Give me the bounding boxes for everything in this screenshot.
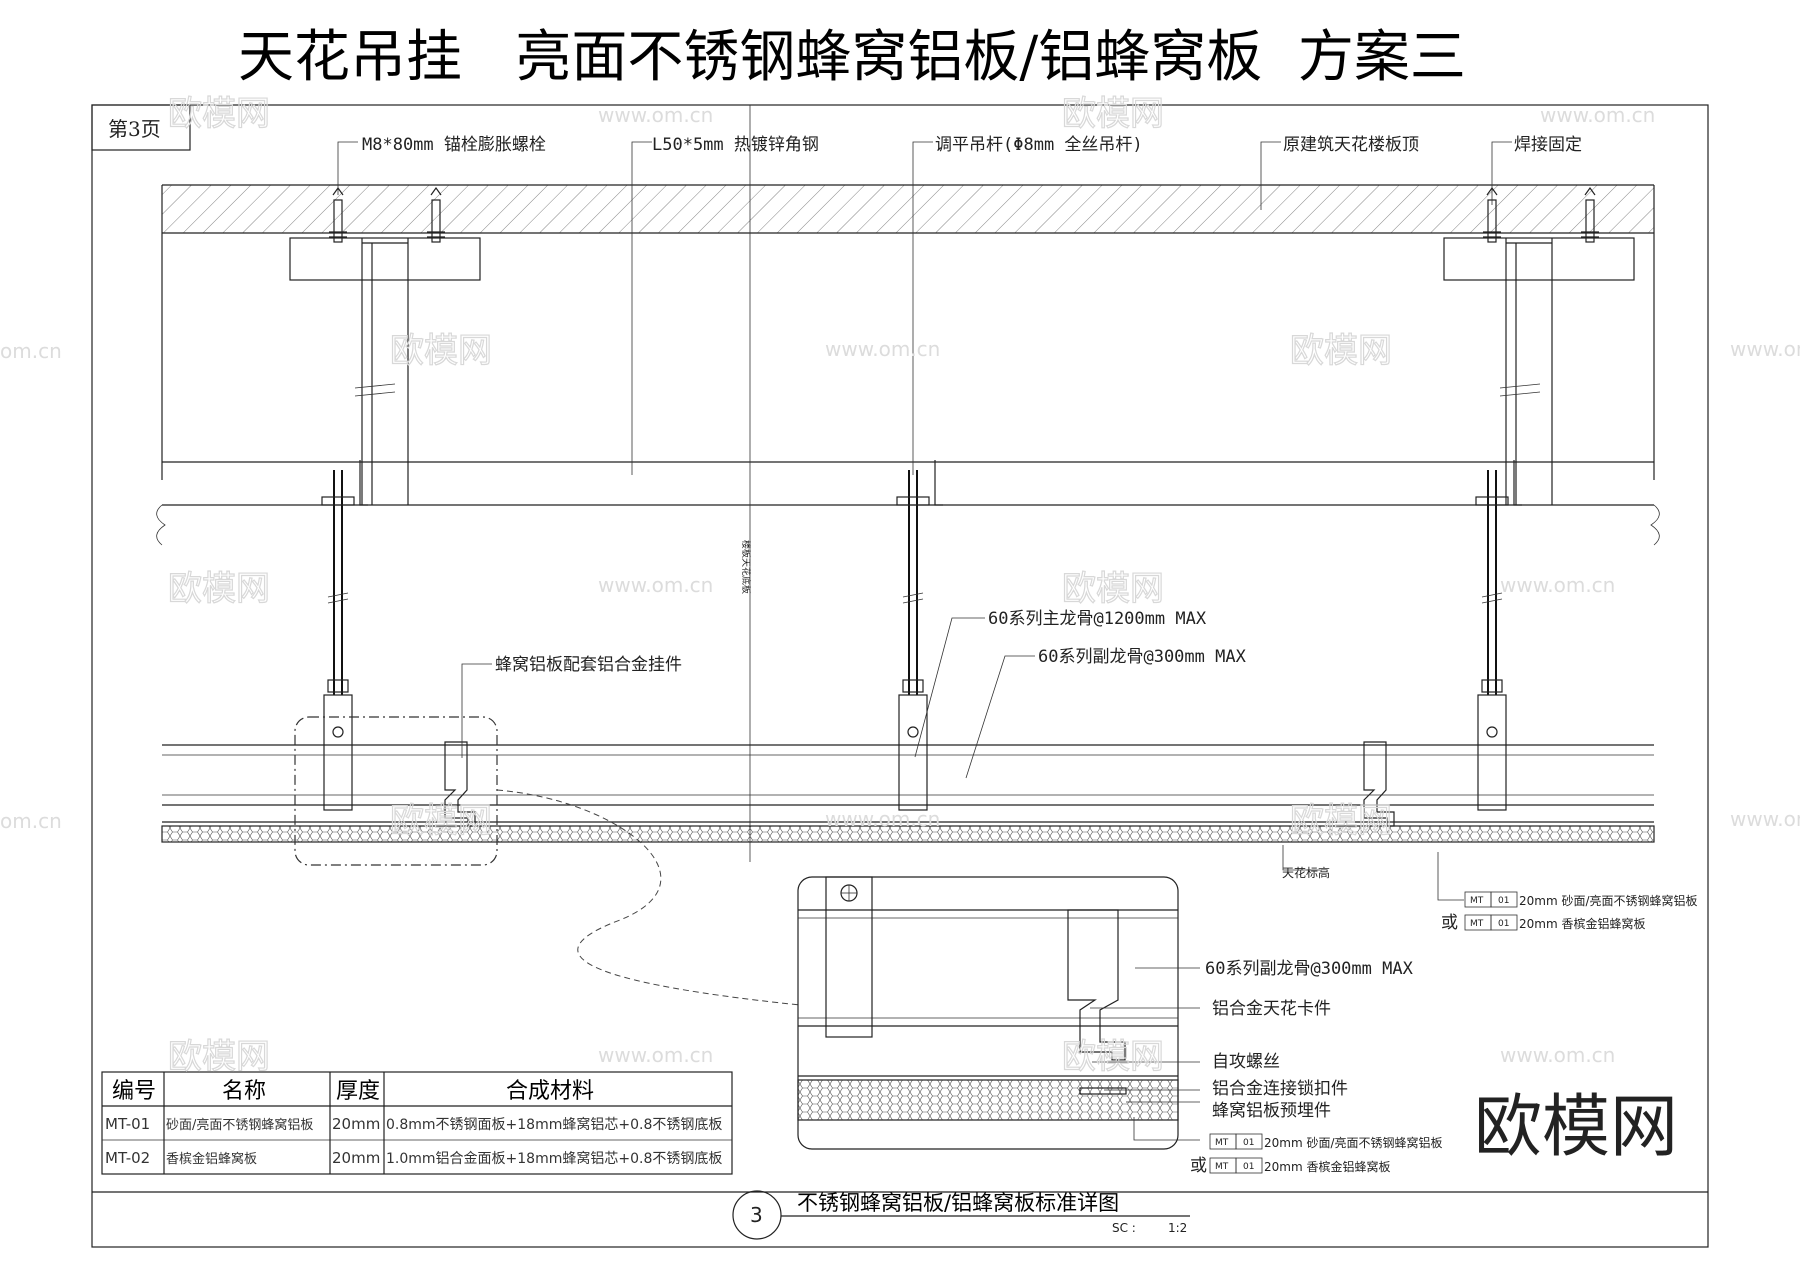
hanger-rod-label: 调平吊杆(Φ8mm 全丝吊杆) (935, 135, 1143, 155)
tag-a: MT (1470, 896, 1484, 906)
watermark-url: www.om.cn (598, 1043, 713, 1067)
slab-label: 原建筑天花楼板顶 (1283, 135, 1419, 155)
main-spec-tags: MT 01 20mm 砂面/亮面不锈钢蜂窝铝板 或 MT 01 20mm 香槟金… (1441, 891, 1698, 933)
watermark-brand: 欧模网 (168, 569, 270, 609)
spec-line-1: 20mm 砂面/亮面不锈钢蜂窝铝板 (1519, 893, 1698, 908)
detail-tag-b-2: 01 (1243, 1162, 1254, 1172)
watermark-brand: 欧模网 (1062, 94, 1164, 134)
angle-steel-label: L50*5mm 热镀锌角钢 (652, 135, 819, 155)
tag-b: 01 (1498, 896, 1509, 906)
watermark-url: www.om.cn (598, 573, 713, 597)
callout-leader-curve (496, 789, 801, 1006)
detail-number-circle (732, 1190, 782, 1240)
detail-spec-line-1: 20mm 砂面/亮面不锈钢蜂窝铝板 (1264, 1135, 1443, 1150)
detail-tag-b: 01 (1243, 1138, 1254, 1148)
watermarks: 欧模网 www.om.cn 欧模网 www.om.cn om.cn 欧模网 ww… (0, 93, 1800, 1167)
watermark-brand: 欧模网 (168, 1037, 270, 1077)
detail-clip-label: 铝合金天花卡件 (1212, 999, 1331, 1019)
scale-value: 1:2 (1168, 1221, 1187, 1235)
sub-keel-and-panel (161, 744, 1655, 843)
page-label-box (91, 104, 191, 151)
watermark-url: www.om.cn (1730, 807, 1800, 831)
detail-number: 3 (750, 1203, 763, 1227)
watermark-brand: 欧模网 (390, 331, 492, 371)
detail-lock-label: 铝合金连接锁扣件 (1212, 1079, 1348, 1099)
center-note: 楼板天花底板 (740, 540, 752, 594)
enlarged-detail (797, 876, 1179, 1150)
scale-label: SC : (1112, 1221, 1136, 1235)
table-row-2-id: MT-02 (105, 1149, 150, 1167)
drawing-title: 天花吊挂 亮面不锈钢蜂窝铝板/铝蜂窝板 方案三 (238, 25, 1466, 90)
table-header-material: 合成材料 (506, 1079, 594, 1104)
table-row-1-name: 砂面/亮面不锈钢蜂窝铝板 (166, 1117, 313, 1133)
table-header-name: 名称 (222, 1079, 266, 1104)
table-row-2-thickness: 20mm (332, 1149, 380, 1167)
watermark-brand: 欧模网 (1062, 1037, 1164, 1077)
detail-sub-keel-label: 60系列副龙骨@300mm MAX (1205, 959, 1414, 979)
hanger-rods (321, 460, 1522, 811)
tag-b-2: 01 (1498, 919, 1509, 929)
table-header-thickness: 厚度 (336, 1079, 380, 1104)
detail-callout-box (294, 716, 498, 866)
detail-embed-label: 蜂窝铝板预埋件 (1212, 1101, 1331, 1121)
detail-or-label: 或 (1190, 1156, 1207, 1176)
angle-steel-frame-left (289, 237, 481, 505)
detail-leader-lines (1090, 967, 1200, 1141)
watermark-url: www.om.cn (1500, 573, 1615, 597)
watermark-url: www.om.cn (825, 807, 940, 831)
table-header-id: 编号 (112, 1079, 156, 1104)
watermark-url: www.om.cn (825, 337, 940, 361)
leader-lines (337, 141, 1512, 901)
concrete-slab (161, 184, 1655, 480)
watermark-brand: 欧模网 (168, 94, 270, 134)
table-row-2-name: 香槟金铝蜂窝板 (166, 1151, 257, 1167)
drawing-footer: 3 不锈钢蜂窝铝板/铝蜂窝板标准详图 SC : 1:2 (92, 1190, 1708, 1240)
angle-steel-frame-right (1443, 237, 1635, 505)
tag-a-2: MT (1470, 919, 1484, 929)
material-table: 编号 名称 厚度 合成材料 MT-01 砂面/亮面不锈钢蜂窝铝板 20mm 0.… (101, 1071, 733, 1175)
watermark-brand: 欧模网 (1290, 331, 1392, 371)
ceiling-clips (444, 741, 1395, 827)
detail-tag-a-2: MT (1215, 1162, 1229, 1172)
table-row-2-material: 1.0mm铝合金面板+18mm蜂窝铝芯+0.8不锈钢底板 (386, 1150, 722, 1167)
table-row-1-id: MT-01 (105, 1115, 150, 1133)
detail-tag-a: MT (1215, 1138, 1229, 1148)
detail-caption: 不锈钢蜂窝铝板/铝蜂窝板标准详图 (797, 1191, 1119, 1215)
watermark-brand: 欧模网 (1062, 569, 1164, 609)
ceiling-level-label: 天花标高 (1282, 865, 1330, 880)
detail-screw-label: 自攻螺丝 (1212, 1052, 1280, 1072)
corner-brand-watermark: 欧模网 (1474, 1088, 1678, 1167)
main-keel-label: 60系列主龙骨@1200mm MAX (988, 609, 1207, 629)
table-row-1-thickness: 20mm (332, 1115, 380, 1133)
watermark-url: www.om.cn (1730, 337, 1800, 361)
watermark-url-partial: om.cn (0, 809, 62, 833)
anchor-bolts (329, 186, 1599, 243)
sub-keel-label: 60系列副龙骨@300mm MAX (1038, 647, 1247, 667)
drawing-frame (91, 104, 1709, 1248)
watermark-brand: 欧模网 (1290, 801, 1392, 841)
detail-spec-tags: MT 01 20mm 砂面/亮面不锈钢蜂窝铝板 或 MT 01 20mm 香槟金… (1190, 1133, 1443, 1176)
hanger-clip-label: 蜂窝铝板配套铝合金挂件 (495, 655, 682, 675)
page-label: 第3页 (108, 117, 161, 141)
weld-label: 焊接固定 (1514, 135, 1582, 155)
or-label: 或 (1441, 913, 1458, 933)
watermark-brand: 欧模网 (390, 801, 492, 841)
watermark-url: www.om.cn (598, 103, 713, 127)
spec-line-2: 20mm 香槟金铝蜂窝板 (1519, 916, 1645, 931)
watermark-url: www.om.cn (1540, 103, 1655, 127)
detail-spec-line-2: 20mm 香槟金铝蜂窝板 (1264, 1159, 1390, 1174)
anchor-bolt-label: M8*80mm 锚栓膨胀螺栓 (362, 135, 546, 155)
watermark-url: www.om.cn (1500, 1043, 1615, 1067)
watermark-url-partial: om.cn (0, 339, 62, 363)
table-row-1-material: 0.8mm不锈钢面板+18mm蜂窝铝芯+0.8不锈钢底板 (386, 1116, 722, 1133)
